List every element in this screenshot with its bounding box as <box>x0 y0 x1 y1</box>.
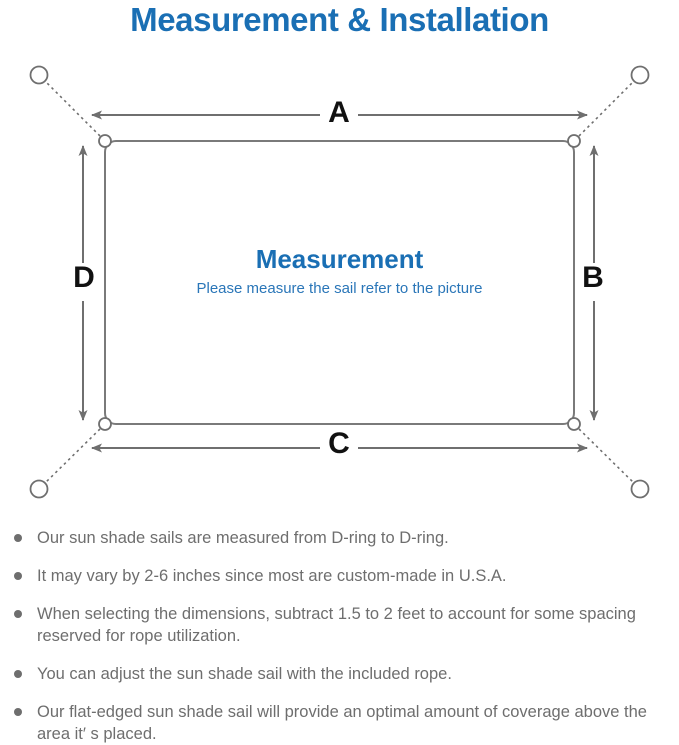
dimension-label-b: B <box>582 261 604 294</box>
measurement-diagram: Measurement Please measure the sail refe… <box>0 48 679 518</box>
diagram-center-heading: Measurement <box>255 244 424 274</box>
bullet-icon <box>14 534 22 542</box>
rope-line-bottom-left <box>41 428 101 487</box>
note-text: When selecting the dimensions, subtract … <box>37 605 636 645</box>
anchor-point-bottom-left <box>29 479 49 499</box>
dimension-label-a: A <box>328 96 350 129</box>
list-item: Our sun shade sails are measured from D-… <box>10 527 675 549</box>
dimension-label-d: D <box>73 261 95 294</box>
rope-line-top-right <box>578 77 638 137</box>
list-item: You can adjust the sun shade sail with t… <box>10 663 675 685</box>
d-ring-bottom-left <box>98 417 112 431</box>
note-text: It may vary by 2-6 inches since most are… <box>37 567 507 585</box>
bullet-icon <box>14 610 22 618</box>
list-item: Our flat-edged sun shade sail will provi… <box>10 701 675 745</box>
rope-line-top-left <box>41 77 101 137</box>
d-ring-top-left <box>98 134 112 148</box>
list-item: When selecting the dimensions, subtract … <box>10 603 675 647</box>
rope-line-bottom-right <box>578 428 638 487</box>
d-ring-top-right <box>567 134 581 148</box>
notes-list: Our sun shade sails are measured from D-… <box>10 527 675 745</box>
anchor-point-top-right <box>630 65 650 85</box>
bullet-icon <box>14 708 22 716</box>
anchor-point-bottom-right <box>630 479 650 499</box>
d-ring-bottom-right <box>567 417 581 431</box>
bullet-icon <box>14 572 22 580</box>
dimension-label-c: C <box>328 427 350 460</box>
note-text: Our sun shade sails are measured from D-… <box>37 529 449 547</box>
note-text: You can adjust the sun shade sail with t… <box>37 665 452 683</box>
anchor-point-top-left <box>29 65 49 85</box>
diagram-center-subtitle: Please measure the sail refer to the pic… <box>196 280 483 297</box>
bullet-icon <box>14 670 22 678</box>
sail-outline <box>104 140 575 425</box>
diagram-svg <box>29 65 650 499</box>
note-text: Our flat-edged sun shade sail will provi… <box>37 703 647 743</box>
list-item: It may vary by 2-6 inches since most are… <box>10 565 675 587</box>
page-title: Measurement & Installation <box>130 1 549 38</box>
